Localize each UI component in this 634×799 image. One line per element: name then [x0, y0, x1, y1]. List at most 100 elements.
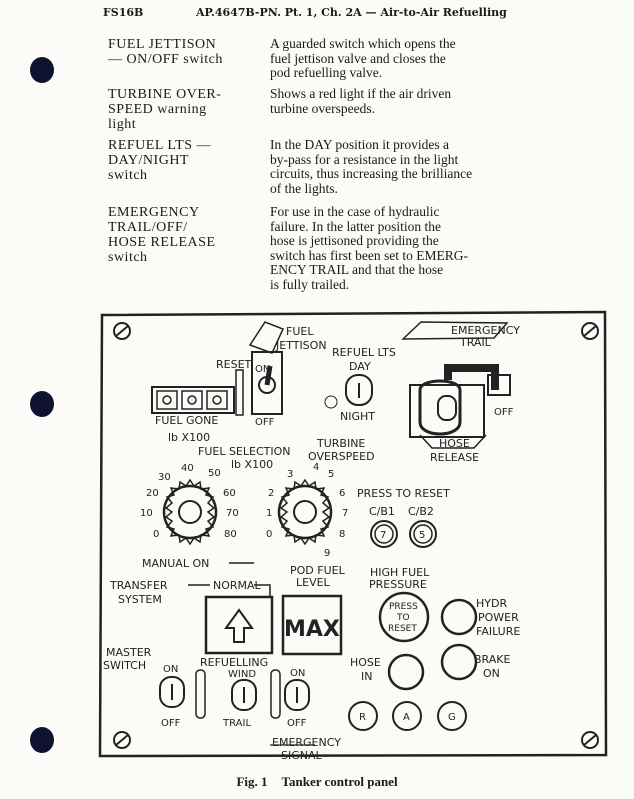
hose-in-label-1: HOSE: [350, 656, 381, 669]
power-label: POWER: [478, 611, 519, 624]
manual-on-label: MANUAL ON: [142, 557, 209, 570]
emergency-label: EMERGENCY: [451, 324, 520, 337]
dial2-tick: 8: [339, 529, 345, 540]
guard-bracket: [248, 321, 285, 354]
emergency-signal-off-label: OFF: [287, 718, 307, 729]
g-lamp: [437, 701, 467, 731]
refuel-lts-label: REFUEL LTS: [332, 346, 396, 359]
day-label: DAY: [349, 360, 371, 373]
binder-hole: [30, 727, 54, 753]
failure-label: FAILURE: [476, 625, 520, 638]
hydr-label: HYDR: [476, 597, 507, 610]
figure-number: Fig. 1: [236, 774, 268, 789]
dial1-tick: 0: [153, 529, 159, 540]
header-right: AP.4647B-PN. Pt. 1, Ch. 2A — Air-to-Air …: [196, 6, 507, 19]
screw-icon: [113, 322, 131, 340]
header-left: FS16B: [103, 6, 144, 19]
fuel-selection-dial-2: [277, 478, 333, 546]
fuel-selection-label: FUEL SELECTION: [198, 445, 291, 458]
trail-bottom-label: TRAIL: [222, 718, 251, 729]
cb1-label: C/B1: [369, 505, 395, 518]
entry-term: EMERGENCY TRAIL/OFF/ HOSE RELEASE switch: [108, 205, 216, 265]
figure-caption: Fig. 1 Tanker control panel: [0, 774, 634, 790]
pressure-label: PRESSURE: [369, 578, 427, 591]
fuel-jettison-label-2: JETTISON: [275, 339, 327, 352]
hydr-power-failure-lamp: [440, 598, 478, 636]
tanker-control-panel-figure: FUEL JETTISON RESET ON OFF REFUEL LTS DA…: [98, 310, 608, 762]
high-fuel-pressure-reset-lamp: [378, 591, 430, 643]
master-on-label: ON: [163, 664, 178, 675]
wind-label: WIND: [228, 669, 256, 680]
fuel-jettison-toggle-icon: [258, 365, 276, 394]
fuel-selection-dial-1: [162, 478, 218, 546]
dial1-tick: 20: [146, 488, 159, 499]
panel-outline: [98, 310, 608, 758]
dial2-tick: 9: [324, 548, 330, 559]
entry-description: Shows a red light if the air driven turb…: [270, 86, 452, 116]
entry-description: In the DAY position it provides a by-pas…: [270, 137, 473, 196]
fuel-jettison-label-1: FUEL: [286, 325, 314, 338]
brake-on-label: ON: [483, 667, 500, 680]
switch-label: SWITCH: [103, 659, 146, 672]
brake-on-lamp: [440, 643, 478, 681]
cb2-button: [409, 520, 437, 548]
binder-hole: [30, 57, 54, 83]
figure-title: Tanker control panel: [281, 774, 398, 789]
cb1-button: [370, 520, 398, 548]
emergency-signal-label-1: EMERGENCY: [272, 736, 341, 749]
dial1-tick: 30: [158, 472, 171, 483]
overspeed-label: OVERSPEED: [308, 450, 375, 463]
dial2-tick: 2: [268, 488, 274, 499]
emergency-off-label: OFF: [494, 407, 514, 418]
dial2-tick: 5: [328, 469, 334, 480]
dial2-tick: 0: [266, 529, 272, 540]
dial1-tick: 40: [181, 463, 194, 474]
dial1-tick: 10: [140, 508, 153, 519]
hose-release-bracket: [419, 434, 487, 449]
cb2-label: C/B2: [408, 505, 434, 518]
screw-icon: [581, 731, 599, 749]
arrow-up-icon: [224, 608, 254, 643]
max-label: MAX: [284, 617, 340, 642]
panel-labels: FUEL JETTISON RESET ON OFF REFUEL LTS DA…: [103, 324, 520, 762]
guard-post: [195, 669, 206, 719]
entry-term: REFUEL LTS — DAY/NIGHT switch: [108, 138, 211, 183]
entry-term: TURBINE OVER- SPEED warning light: [108, 87, 222, 132]
dial2-tick: 4: [313, 462, 319, 473]
turbine-overspeed-lamp: [324, 395, 338, 409]
dial1-tick: 70: [226, 508, 239, 519]
dial2-tick: 3: [287, 469, 293, 480]
to-label: TO: [396, 613, 410, 623]
master-label: MASTER: [106, 646, 152, 659]
lb-x100-label: lb X100: [168, 431, 210, 444]
night-label: NIGHT: [340, 410, 375, 423]
entry-term: FUEL JETTISON — ON/OFF switch: [108, 37, 223, 67]
dial2-tick: 6: [339, 488, 345, 499]
level-label: LEVEL: [296, 576, 331, 589]
day-night-toggle-icon: [345, 374, 373, 406]
high-fuel-label: HIGH FUEL: [370, 566, 430, 579]
master-switch-toggle-icon: [159, 676, 185, 708]
binder-hole: [30, 391, 54, 417]
reset-post: [235, 369, 244, 416]
fuel-jettison-guard: [251, 351, 283, 415]
transfer-label: TRANSFER: [109, 579, 168, 592]
cb1-number: 7: [380, 530, 386, 541]
press-label: PRESS: [389, 602, 418, 612]
hose-label: HOSE: [439, 437, 470, 450]
reset-label: RESET: [216, 358, 252, 371]
on-label: ON: [255, 364, 270, 375]
off-label: OFF: [255, 417, 275, 428]
emergency-signal-on-label: ON: [290, 668, 305, 679]
cb2-number: 5: [419, 530, 425, 541]
normal-label: NORMAL: [213, 579, 262, 592]
emergency-trail-guard: [418, 379, 462, 436]
hose-in-label-2: IN: [361, 670, 372, 683]
dial1-tick: 60: [223, 488, 236, 499]
r-lamp: [348, 701, 378, 731]
dial-lb-x100-label: lb X100: [231, 458, 273, 471]
normal-button: [204, 595, 274, 655]
refuelling-label: REFUELLING: [200, 656, 268, 669]
screw-icon: [113, 731, 131, 749]
dial2-tick: 7: [342, 508, 348, 519]
